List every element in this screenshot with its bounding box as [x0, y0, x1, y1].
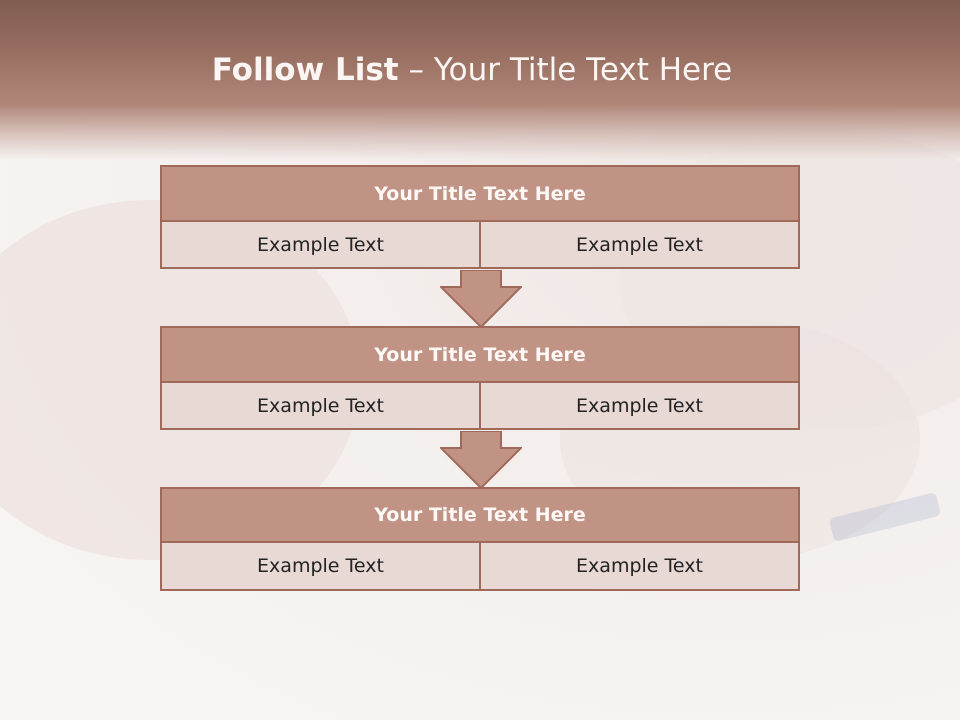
slide-title-bold: Follow List [211, 52, 399, 88]
block-cell-right: Example Text [479, 381, 800, 430]
slide-title: Follow List – Your Title Text Here [0, 52, 944, 88]
down-arrow-icon [440, 270, 522, 328]
block-cell-left: Example Text [160, 381, 481, 430]
down-arrow-icon [440, 431, 522, 489]
block-cell-right: Example Text [479, 220, 800, 269]
block-title: Your Title Text Here [160, 487, 800, 543]
list-block-2: Your Title Text Here Example Text Exampl… [160, 326, 800, 430]
list-block-3: Your Title Text Here Example Text Exampl… [160, 487, 800, 591]
header-bar [0, 0, 960, 160]
block-title: Your Title Text Here [160, 326, 800, 383]
block-title: Your Title Text Here [160, 165, 800, 222]
block-cell-left: Example Text [160, 220, 481, 269]
block-cell-right: Example Text [479, 541, 800, 591]
list-block-1: Your Title Text Here Example Text Exampl… [160, 165, 800, 269]
block-cell-left: Example Text [160, 541, 481, 591]
slide-title-rest: – Your Title Text Here [398, 52, 733, 88]
